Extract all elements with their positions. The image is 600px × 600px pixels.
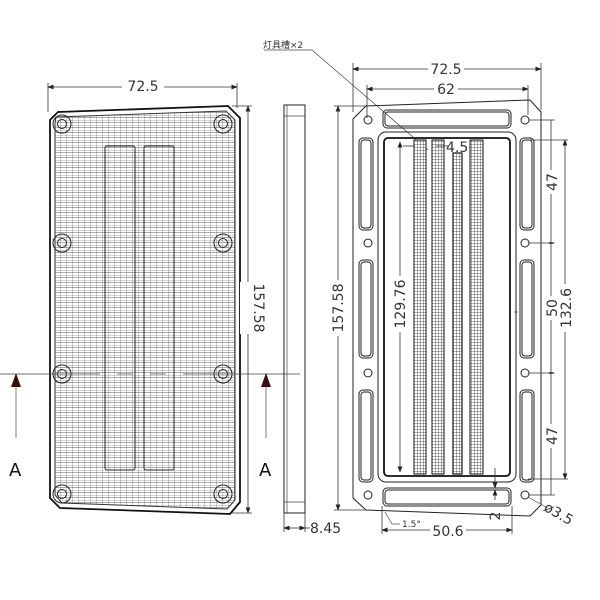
section-marker-right: A <box>259 460 272 481</box>
hole-span-dim: 132.6 <box>559 288 575 328</box>
led-slots <box>413 139 484 475</box>
chamfer-angle-dim: 1.5° <box>402 520 421 530</box>
bottom-slot-length-dim: 50.6 <box>432 524 463 540</box>
mount-holes <box>52 114 233 504</box>
side-view: 8.45 <box>283 104 341 537</box>
hole-spacing-mid-dim: 50 <box>545 299 561 317</box>
slot-width-dim: 4.5 <box>446 140 468 156</box>
section-marker-left: A <box>9 460 22 481</box>
callout-label: 灯具槽×2 <box>263 39 303 51</box>
back-width-dim: 72.5 <box>430 62 461 78</box>
slot-depth-dim: 2 <box>488 512 504 521</box>
back-view: 灯具槽×2 72.5 62 <box>263 39 576 540</box>
back-height-dim: 157.58 <box>331 284 347 333</box>
hole-spacing-top-dim: 47 <box>545 173 561 191</box>
side-thickness-dim: 8.45 <box>310 521 341 537</box>
inner-height-dim: 129.76 <box>393 279 409 328</box>
front-height-dim: 157.58 <box>250 284 266 333</box>
front-view: 72.5 A A 15 <box>0 77 300 515</box>
front-width-dim: 72.5 <box>127 79 158 95</box>
back-inner-width-dim: 62 <box>437 82 455 98</box>
hole-diameter-dim: ø3.5 <box>541 500 576 529</box>
hole-spacing-bottom-dim: 47 <box>545 427 561 445</box>
